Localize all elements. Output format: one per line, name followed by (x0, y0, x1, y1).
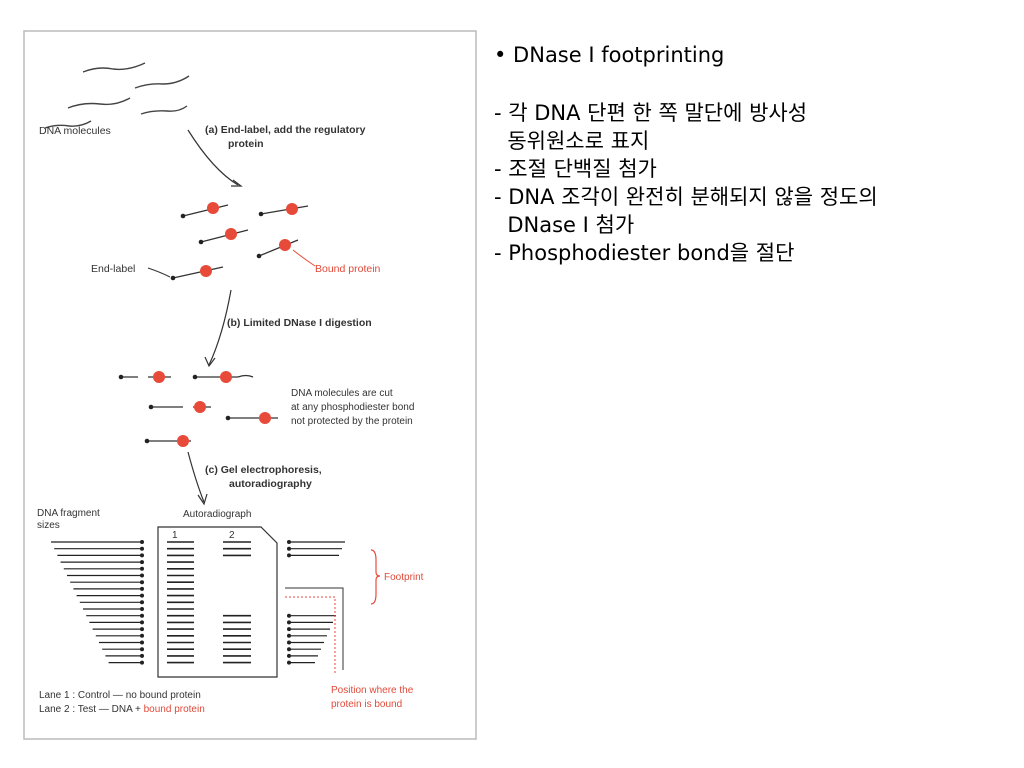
note-line-6: - Phosphodiester bond을 절단 (494, 241, 795, 265)
ladder-end-dot (140, 540, 144, 544)
ladder-end-dot (287, 660, 291, 665)
footprinting-figure: DNA molecules (a) End-label, add the reg… (23, 30, 477, 740)
ladder-end-dot (140, 620, 144, 625)
lane-1-number: 1 (172, 530, 178, 541)
labeled-dna-group (172, 204, 309, 279)
bound-protein-pointer (292, 249, 316, 267)
ladder-end-dot (140, 607, 144, 611)
footprint-label: Footprint (384, 572, 424, 583)
ladder-end-dot (287, 540, 291, 544)
ladder-end-dot (140, 580, 144, 585)
step-a-label-cont: protein (228, 138, 264, 150)
footprint-bracket (370, 549, 381, 605)
lane-1-bands (167, 541, 194, 664)
ladder-end-dot (140, 647, 144, 652)
ladder-end-dot (287, 653, 291, 658)
dna-molecules-label: DNA molecules (39, 125, 111, 137)
arrow-c-head (197, 493, 208, 506)
ladder-end-dot (140, 600, 144, 605)
ladder-end-dot (287, 627, 291, 632)
ladder-end-dot (140, 586, 144, 591)
fragment-sizes-label-cont: sizes (37, 520, 60, 531)
note-line-5: DNase I 첨가 (494, 213, 635, 237)
step-c-label-cont: autoradiography (229, 478, 312, 490)
cut-note-line3: not protected by the protein (291, 416, 413, 427)
cut-note-line2: at any phosphodiester bond (291, 402, 414, 413)
position-label-cont: protein is bound (331, 699, 402, 710)
arrow-a-head (231, 179, 243, 187)
ladder-end-dot (140, 546, 144, 551)
lane-2-legend-prefix: Lane 2 : Test — DNA + (39, 704, 144, 715)
fragment-sizes-label: DNA fragment (37, 508, 100, 519)
dna-strands (44, 62, 190, 129)
note-line-3: - 조절 단백질 첨가 (494, 157, 657, 181)
ladder-end-dot (140, 573, 144, 578)
ladder-end-dot (140, 660, 144, 665)
ladder-end-dot (287, 647, 291, 652)
ladder-end-dot (140, 560, 144, 565)
end-label-label: End-label (91, 263, 135, 275)
arrow-a (187, 129, 239, 186)
cut-note-line1: DNA molecules are cut (291, 388, 393, 399)
ladder-end-dot (287, 553, 291, 558)
position-label: Position where the (331, 685, 414, 696)
lane-2-legend-highlight: bound protein (144, 704, 205, 715)
ladder-end-dot (140, 566, 144, 571)
lane-1-legend: Lane 1 : Control — no bound protein (39, 690, 201, 701)
ladder-end-dot (140, 613, 144, 618)
ladder-end-dot (287, 640, 291, 645)
notes-title: • DNase I footprinting (494, 43, 725, 67)
position-pointer (285, 587, 344, 670)
bound-protein-circles-b (153, 371, 271, 447)
step-a-label: (a) End-label, add the regulatory (205, 124, 366, 136)
step-c-label: (c) Gel electrophoresis, (205, 464, 322, 476)
ladder-end-dot (287, 633, 291, 638)
notes-panel: • DNase I footprinting - 각 DNA 단편 한 쪽 말단… (494, 41, 1014, 267)
right-band-ladder (287, 540, 345, 665)
arrow-c (187, 451, 205, 503)
ladder-end-dot (140, 593, 144, 598)
autoradiograph-label: Autoradiograph (183, 509, 251, 520)
fragment-end-dots (118, 374, 231, 444)
lane-2-legend: Lane 2 : Test — DNA + bound protein (39, 704, 205, 715)
ladder-end-dot (140, 553, 144, 558)
ladder-end-dot (140, 627, 144, 632)
ladder-end-dot (140, 633, 144, 638)
position-dotted-pointer (285, 596, 336, 674)
lane-2-number: 2 (229, 530, 235, 541)
end-label-dots (170, 211, 264, 281)
note-line-2: 동위원소로 표지 (494, 129, 650, 153)
gel-frame (157, 526, 278, 678)
ladder-end-dot (287, 546, 291, 551)
ladder-end-dot (140, 653, 144, 658)
ladder-end-dot (287, 620, 291, 625)
ladder-end-dot (140, 640, 144, 645)
note-line-1: - 각 DNA 단편 한 쪽 말단에 방사성 (494, 101, 808, 125)
arrow-b (208, 289, 232, 366)
arrow-b-head (204, 356, 216, 368)
note-line-4: - DNA 조각이 완전히 분해되지 않을 정도의 (494, 185, 878, 209)
bound-protein-label: Bound protein (315, 263, 381, 275)
ladder-end-dot (287, 613, 291, 618)
lane-2-bands (223, 541, 251, 664)
bound-protein-circles-a (200, 202, 298, 277)
step-b-label: (b) Limited DNase I digestion (227, 317, 372, 329)
notes-spacer (494, 69, 1014, 99)
fragment-size-ladder (51, 540, 144, 665)
end-label-pointer (147, 267, 171, 278)
